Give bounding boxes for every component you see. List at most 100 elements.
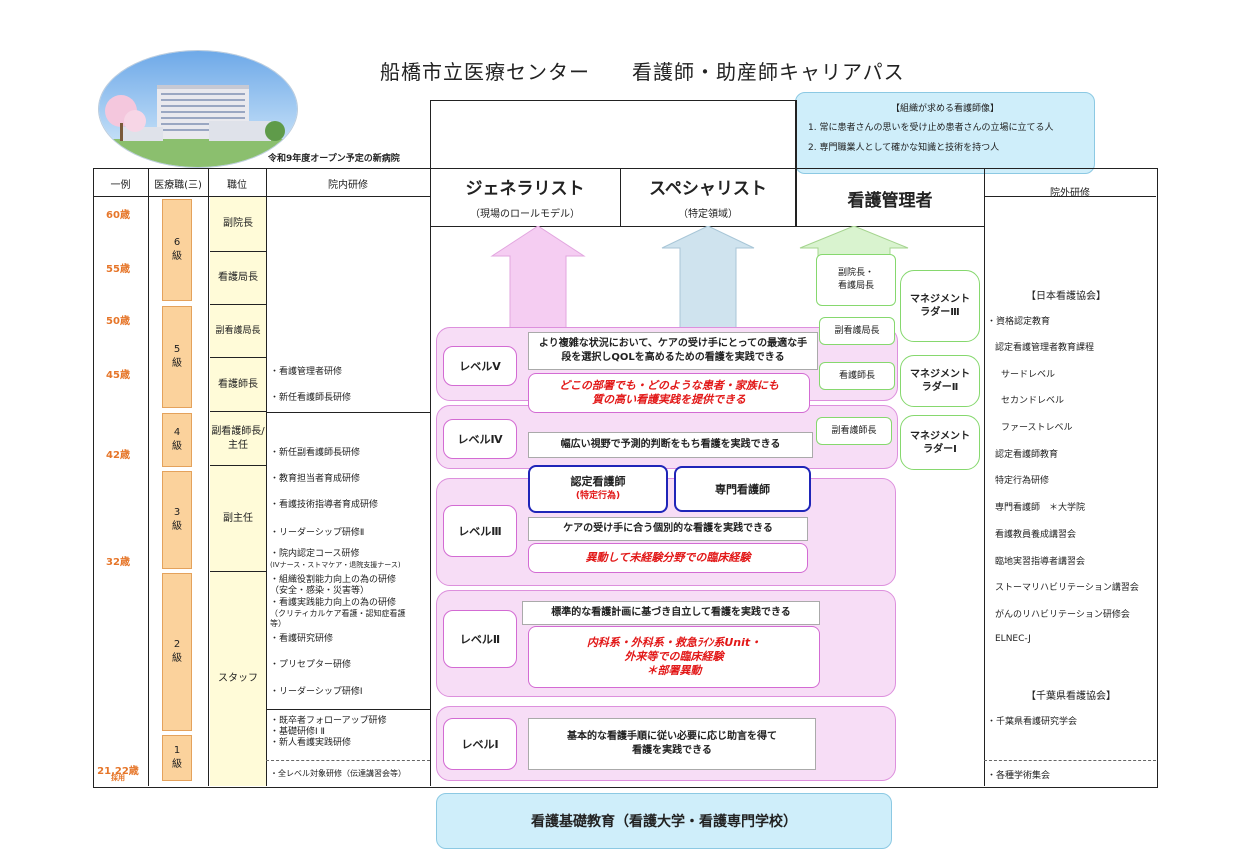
training-divider xyxy=(266,709,430,710)
age-label: 60歳 xyxy=(106,210,130,221)
external-item: がんのリハビリテーション研修会 xyxy=(995,610,1130,620)
manager-arrow xyxy=(799,226,909,257)
col-divider xyxy=(796,100,797,226)
position-staff: スタッフ xyxy=(210,572,266,786)
header-external-training: 院外研修 xyxy=(1050,188,1090,199)
external-item: ・千葉県看護研究学会 xyxy=(987,717,1078,727)
header-divider xyxy=(984,196,1156,197)
building-caption: 令和9年度オープン予定の新病院 xyxy=(268,154,400,164)
external-item: ・資格認定教育 xyxy=(987,317,1051,327)
org-goal-item: 1. 常に患者さんの思いを受け止め患者さんの立場に立てる人 xyxy=(808,123,1054,133)
col-divider xyxy=(266,168,267,786)
level-2-label: レベルⅡ xyxy=(443,610,517,668)
col-divider xyxy=(620,168,621,226)
level-5-label: レベルⅤ xyxy=(443,346,517,386)
header-divider xyxy=(93,196,430,197)
manager-role-vice-director: 副院長・看護局長 xyxy=(816,254,896,306)
position-deputy-nursing-director: 副看護局長 xyxy=(210,305,266,358)
training-dash-divider xyxy=(266,760,430,761)
header-grade: 医療職(三) xyxy=(154,180,202,191)
header-internal-training: 院内研修 xyxy=(328,180,368,191)
header-specialist: スペシャリスト xyxy=(649,179,767,199)
training-item: ・院内認定コース研修 xyxy=(270,549,360,559)
level-2-highlight: 内科系・外科系・救急ﾗｲﾝ系Unit・外来等での臨床経験＊部署異動 xyxy=(528,626,820,688)
level-4-label: レベルⅣ xyxy=(443,419,517,459)
nurse-specialist-box: 専門看護師 xyxy=(674,466,811,512)
training-item: （クリティカルケア看護・認知症看護 xyxy=(270,609,406,618)
manager-role-head-nurse: 看護師長 xyxy=(819,362,895,390)
training-item: ・新任看護師長研修 xyxy=(270,393,352,403)
training-item: ・全レベル対象研修（伝達講習会等） xyxy=(270,769,406,778)
age-label: 50歳 xyxy=(106,316,130,327)
level-3-label: レベルⅢ xyxy=(443,505,517,557)
generalist-arrow xyxy=(490,226,586,356)
training-item: ・リーダーシップ研修Ⅱ xyxy=(270,528,365,538)
position-deputy-head-nurse: 副看護師長/主任 xyxy=(210,412,266,466)
management-ladder-1: マネジメントラダーⅠ xyxy=(900,415,980,470)
header-generalist: ジェネラリスト xyxy=(465,179,585,199)
basic-education-box: 看護基礎教育（看護大学・看護専門学校） xyxy=(436,793,892,849)
level-5-highlight: どこの部署でも・どのような患者・家族にも質の高い看護実践を提供できる xyxy=(528,373,810,413)
header-position: 職位 xyxy=(227,180,247,191)
level-5-description: より複雑な状況において、ケアの受け手にとっての最適な手段を選択しQOLを高めるた… xyxy=(528,332,818,370)
position-deputy-chief: 副主任 xyxy=(210,466,266,572)
certified-nurse-box: 認定看護師 (特定行為) xyxy=(528,465,668,513)
age-label: 採用 xyxy=(111,774,125,782)
external-item: セカンドレベル xyxy=(1001,396,1065,406)
external-item: 看護教員養成講習会 xyxy=(995,530,1077,540)
training-divider xyxy=(266,412,430,413)
header-specialist-sub: （特定領域） xyxy=(678,209,738,220)
external-item: 認定看護師教育 xyxy=(995,450,1059,460)
col-divider xyxy=(148,168,149,786)
external-item: ・各種学術集会 xyxy=(987,771,1051,781)
management-ladder-2: マネジメントラダーⅡ xyxy=(900,355,980,407)
manager-role-deputy-director: 副看護局長 xyxy=(819,317,895,345)
manager-role-deputy-head-nurse: 副看護師長 xyxy=(816,417,892,445)
training-item: ・リーダーシップ研修Ⅰ xyxy=(270,687,363,697)
page-title: 船橋市立医療センター 看護師・助産師キャリアパス xyxy=(380,60,905,84)
org-goal-item: 2. 専門職業人として確かな知識と技術を持つ人 xyxy=(808,143,1000,153)
org-goal-box: 【組織が求める看護師像】 1. 常に患者さんの思いを受け止め患者さんの立場に立て… xyxy=(795,92,1095,174)
header-generalist-sub: （現場のロールモデル） xyxy=(470,209,580,220)
level-1-label: レベルⅠ xyxy=(443,718,517,770)
external-item: ファーストレベル xyxy=(1001,423,1073,433)
training-item: ・看護実践能力向上の為の研修 xyxy=(270,598,397,608)
training-item: ・新任副看護師長研修 xyxy=(270,448,361,458)
external-item: ELNEC-J xyxy=(995,634,1031,644)
age-label: 55歳 xyxy=(106,264,130,275)
position-head-nurse: 看護師長 xyxy=(210,358,266,412)
external-item: ストーマリハビリテーション講習会 xyxy=(995,583,1139,593)
level-2-description: 標準的な看護計画に基づき自立して看護を実践できる xyxy=(522,601,820,625)
career-arrows xyxy=(490,226,909,356)
management-ladder-3: マネジメントラダーⅢ xyxy=(900,270,980,342)
age-label: 45歳 xyxy=(106,370,130,381)
training-item: ・教育担当者育成研修 xyxy=(270,474,361,484)
external-item: 臨地実習指導者講習会 xyxy=(995,557,1086,567)
training-item: ・看護研究研修 xyxy=(270,634,334,644)
external-heading-chiba: 【千葉県看護協会】 xyxy=(1026,691,1116,702)
header-manager: 看護管理者 xyxy=(847,191,933,211)
external-item: 認定看護管理者教育課程 xyxy=(995,343,1095,353)
level-1-description: 基本的な看護手順に従い必要に応じ助言を得て看護を実践できる xyxy=(528,718,816,770)
external-item: 専門看護師 ＊大学院 xyxy=(995,503,1086,513)
training-item: ・新人看護実践研修 xyxy=(270,738,352,748)
age-label: 32歳 xyxy=(106,557,130,568)
training-item: ・基礎研修Ⅰ Ⅱ xyxy=(270,727,325,737)
external-dash-divider xyxy=(984,760,1156,761)
header-example: 一例 xyxy=(110,180,131,191)
level-3-description: ケアの受け手に合う個別的な看護を実践できる xyxy=(528,517,808,541)
training-item: ・既卒者フォローアップ研修 xyxy=(270,716,387,726)
training-item: ・看護管理者研修 xyxy=(270,367,343,377)
age-label: 21,22歳 xyxy=(97,766,139,777)
training-item: (IVナース・ストマケア・退院支援ナース) xyxy=(270,561,401,569)
main-frame xyxy=(93,168,1158,788)
external-heading-jna: 【日本看護協会】 xyxy=(1026,291,1106,302)
training-item: ・組織役割能力向上の為の研修 xyxy=(270,575,397,585)
col-divider xyxy=(208,168,209,786)
